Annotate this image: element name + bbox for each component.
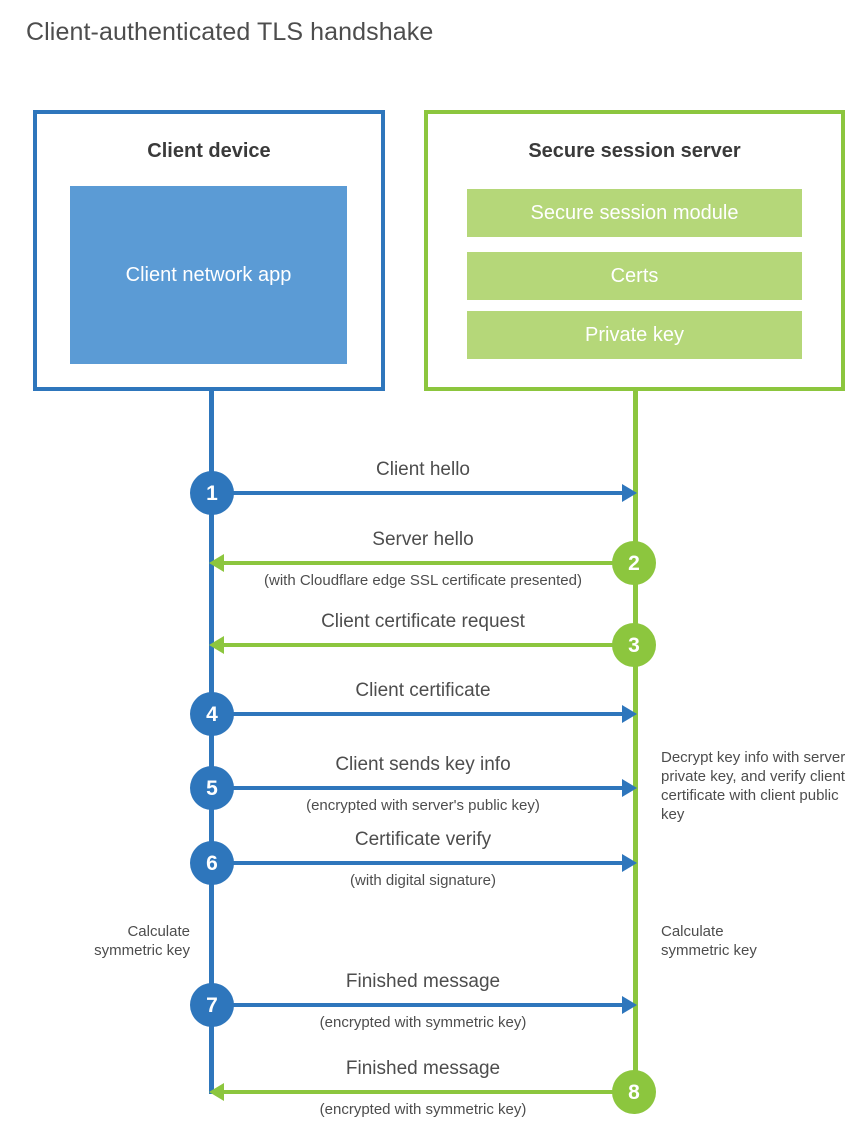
step-badge-1: 1 [190,471,234,515]
secure-session-server-title: Secure session server [528,140,741,162]
arrow-line [211,786,622,790]
step-sublabel: (encrypted with server's public key) [306,797,540,814]
step-sublabel: (with digital signature) [350,872,496,889]
step-badge-6: 6 [190,841,234,885]
step-label: Client hello [376,459,470,480]
step-sublabel: (with Cloudflare edge SSL certificate pr… [264,572,582,589]
step-sublabel: (encrypted with symmetric key) [319,1101,527,1118]
step-badge-3: 3 [612,623,656,667]
arrow-line [211,861,622,865]
step-label: Client sends key info [335,754,511,775]
step-label: Finished message [345,971,501,992]
step-badge-2: 2 [612,541,656,585]
step-label: Client certificate [355,680,491,701]
arrow-head-left-icon [209,636,224,654]
arrow-line [211,491,622,495]
client-device-title: Client device [147,140,271,162]
step-label: Finished message [345,1058,501,1079]
arrow-line [224,561,635,565]
arrow-line [211,1003,622,1007]
arrow-head-left-icon [209,554,224,572]
arrow-line [224,643,635,647]
step-label: Certificate verify [354,829,492,850]
arrow-head-right-icon [622,779,637,797]
step-label: Server hello [372,529,474,550]
arrow-head-right-icon [622,854,637,872]
arrow-head-right-icon [622,484,637,502]
step-label: Client certificate request [321,611,525,632]
step-sublabel: (encrypted with symmetric key) [319,1014,527,1031]
client-calculate-symmetric-key-note: Calculate symmetric key [94,923,190,959]
arrow-line [211,712,622,716]
server-calculate-symmetric-key-note: Calculate symmetric key [661,923,757,959]
step-badge-7: 7 [190,983,234,1027]
step-badge-4: 4 [190,692,234,736]
page-title: Client-authenticated TLS handshake [26,18,434,46]
server-component-secure-session-module: Secure session module [467,189,802,237]
step-badge-8: 8 [612,1070,656,1114]
server-lifeline [633,388,638,1094]
arrow-line [224,1090,635,1094]
arrow-head-left-icon [209,1083,224,1101]
server-component-certs: Certs [467,252,802,300]
client-device-box: Client device Client network app [33,110,385,391]
client-lifeline [209,388,214,1094]
step-badge-5: 5 [190,766,234,810]
arrow-head-right-icon [622,705,637,723]
arrow-head-right-icon [622,996,637,1014]
server-component-private-key: Private key [467,311,802,359]
client-network-app-block: Client network app [70,186,347,364]
server-decrypt-note: Decrypt key info with server private key… [661,749,846,823]
